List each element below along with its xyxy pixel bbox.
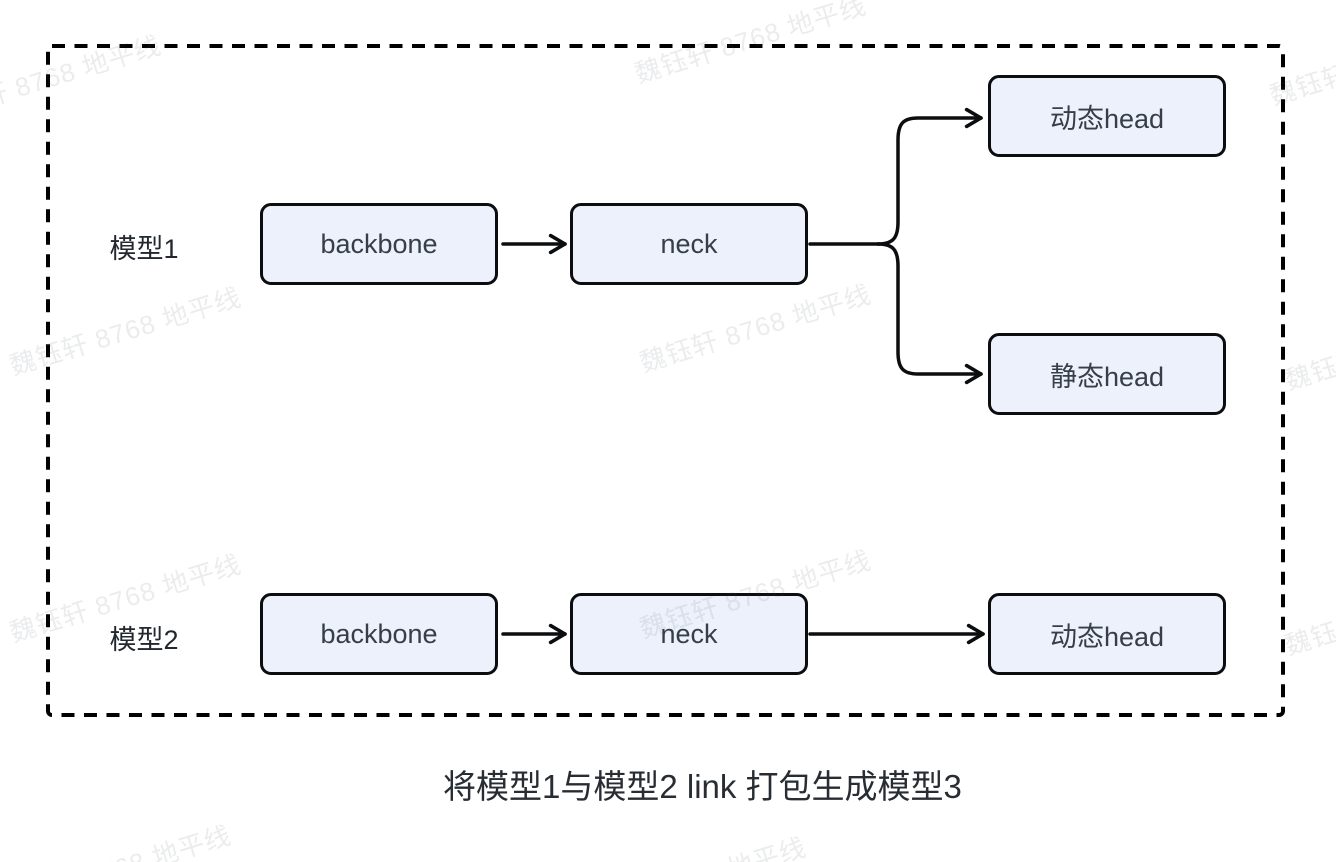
watermark: 魏钰轩 8768 地平线 (0, 815, 235, 862)
node-m1-dynamic-head: 动态head (988, 75, 1226, 157)
edge-m1-neck-dynamic-head (876, 107, 983, 246)
row-label-model1: 模型1 (109, 234, 179, 264)
watermark: 魏钰轩 8768 地平线 (636, 278, 875, 378)
watermark: 魏钰轩 8768 地平线 (570, 827, 811, 862)
row-label-model2: 模型2 (109, 625, 179, 655)
watermark: 魏钰轩 8768 地平线 (1281, 297, 1336, 396)
node-m1-static-head: 静态head (988, 333, 1226, 415)
node-m2-neck: neck (570, 593, 808, 675)
node-m1-neck: neck (570, 203, 808, 285)
edge-m1-neck-static-head (876, 242, 983, 385)
watermark: 魏钰轩 8768 地平线 (631, 0, 870, 89)
watermark: 魏钰轩 8768 地平线 (1281, 562, 1336, 661)
watermark: 魏钰轩 8768 地平线 (0, 29, 165, 129)
node-m1-backbone: backbone (260, 203, 498, 285)
node-m2-dynamic-head: 动态head (988, 593, 1226, 675)
node-m2-backbone: backbone (260, 593, 498, 675)
caption: 将模型1与模型2 link 打包生成模型3 (443, 768, 962, 805)
watermark: 魏钰轩 8768 地平线 (6, 281, 245, 381)
watermark: 魏钰轩 8768 地平线 (1266, 12, 1336, 111)
